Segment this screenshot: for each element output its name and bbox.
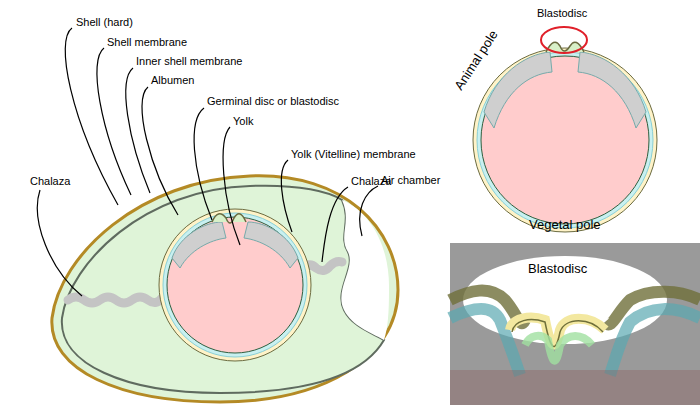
- callout-label: Inner shell membrane: [136, 55, 242, 68]
- callout-label: Shell (hard): [76, 16, 133, 29]
- callout-label: Blastodisc: [528, 262, 587, 275]
- callout-label: Shell membrane: [107, 36, 187, 49]
- callout-label: Yolk: [233, 115, 253, 128]
- callout-label: Albumen: [151, 74, 194, 87]
- callout-label: Vegetal pole: [529, 218, 601, 231]
- callout-label: Chalaza: [30, 175, 70, 188]
- callout-label: Blastodisc: [537, 7, 587, 20]
- callout-label: Germinal disc or blastodisc: [207, 95, 339, 108]
- callout-label: Air chamber: [381, 174, 440, 187]
- callout-label: Yolk (Vitelline) membrane: [291, 148, 416, 161]
